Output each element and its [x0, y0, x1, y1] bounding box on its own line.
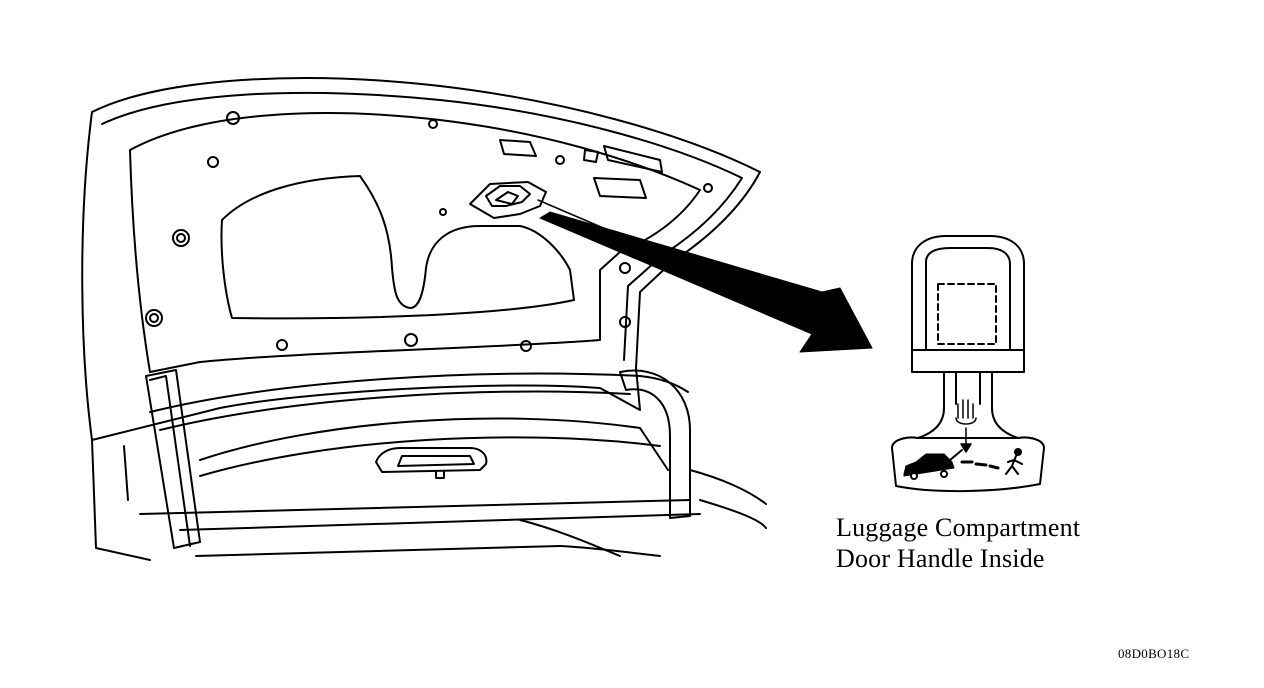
pull-hand-icon [955, 399, 977, 453]
motion-dash-icon [960, 460, 1000, 470]
left-strut [145, 369, 201, 549]
caption-line-2: Door Handle Inside [836, 544, 1045, 573]
door-handle-detail [891, 235, 1045, 493]
right-strut [619, 369, 691, 519]
trunk-opening [91, 372, 767, 561]
car-with-open-trunk-icon [903, 449, 963, 480]
caption-line-1: Luggage Compartment [836, 513, 1081, 542]
trunk-lid [81, 77, 761, 441]
figure-code: 08D0BO18C [1118, 646, 1190, 661]
running-person-icon [1005, 448, 1023, 475]
callout-arrow [537, 199, 873, 353]
detail-caption: Luggage Compartment Door Handle Inside [836, 512, 1080, 574]
